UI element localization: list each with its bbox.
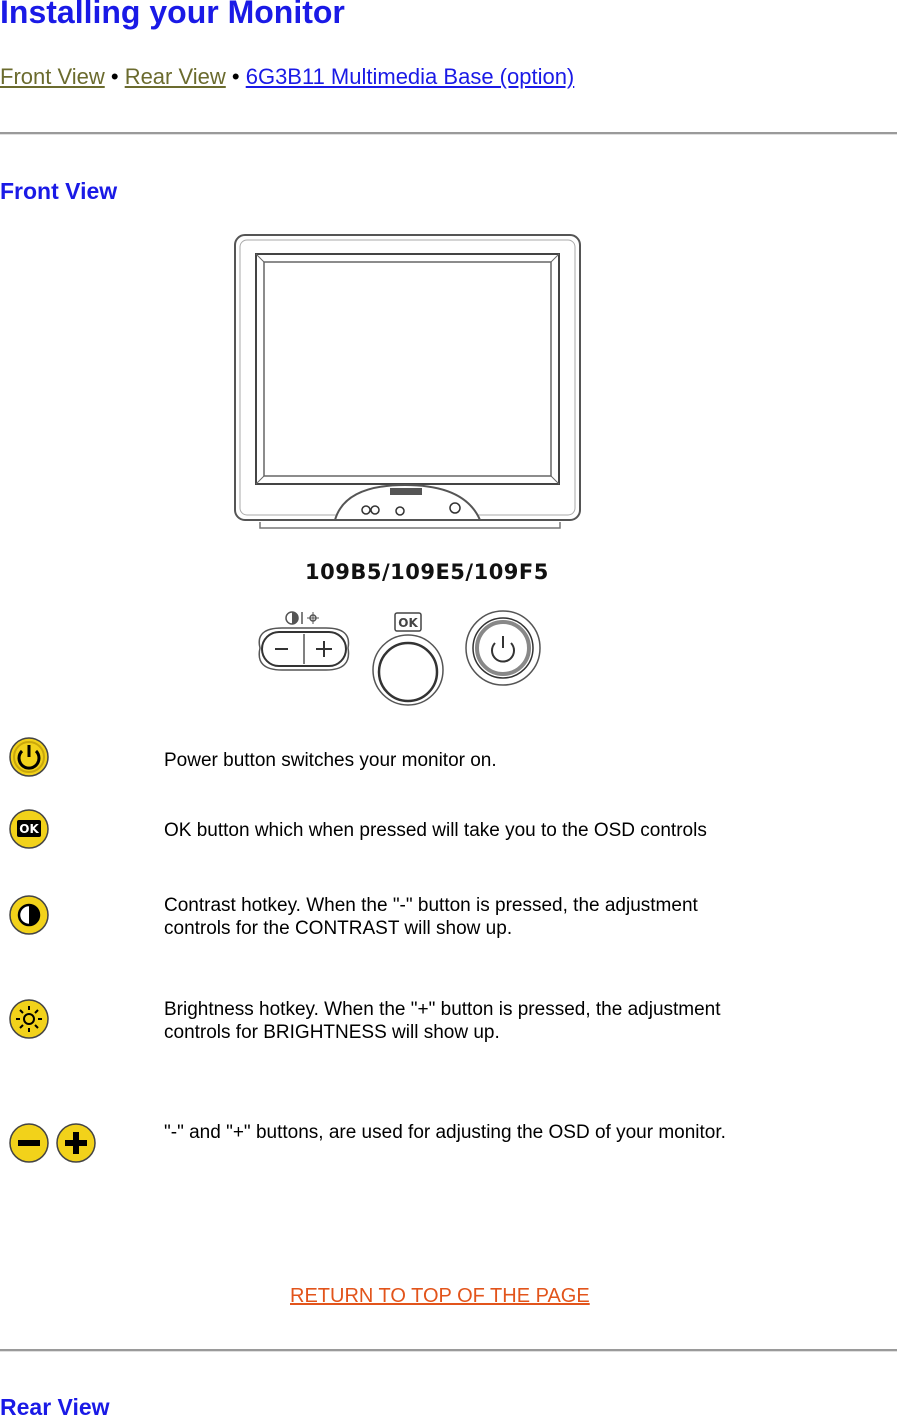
bezel-contrast-brightness-buttons bbox=[361, 505, 380, 515]
power-icon bbox=[9, 737, 49, 777]
control-desc-minus-plus: "-" and "+" buttons, are used for adjust… bbox=[164, 1122, 726, 1143]
contrast-icon bbox=[9, 895, 49, 935]
nav-link-multimedia-base[interactable]: 6G3B11 Multimedia Base (option) bbox=[245, 64, 575, 89]
divider bbox=[0, 1349, 897, 1352]
model-caption: 109B5/109E5/109F5 bbox=[305, 560, 549, 584]
control-desc-power: Power button switches your monitor on. bbox=[164, 750, 497, 771]
ok-icon: OK bbox=[9, 809, 49, 849]
nav-link-rear-view[interactable]: Rear View bbox=[124, 64, 226, 89]
ok-button-closeup: OK bbox=[372, 612, 444, 706]
return-to-top-link[interactable]: RETURN TO TOP OF THE PAGE bbox=[290, 1285, 590, 1307]
page-title: Installing your Monitor bbox=[0, 0, 345, 30]
nav-separator: • bbox=[104, 64, 125, 89]
nav-link-front-view[interactable]: Front View bbox=[0, 64, 105, 89]
power-button-closeup bbox=[465, 610, 541, 686]
minus-plus-icon bbox=[9, 1123, 96, 1163]
section-nav: Front View • Rear View • 6G3B11 Multimed… bbox=[0, 64, 574, 90]
divider bbox=[0, 132, 897, 135]
ok-closeup-label: OK bbox=[398, 616, 418, 630]
monitor-front-illustration: OK bbox=[234, 234, 581, 706]
nav-separator: • bbox=[225, 64, 246, 89]
ok-icon-label: OK bbox=[19, 822, 39, 836]
control-desc-brightness: Brightness hotkey. When the "+" button i… bbox=[164, 999, 721, 1043]
bezel-logo bbox=[390, 488, 422, 495]
bezel-ok-button bbox=[395, 506, 405, 516]
rear-view-heading: Rear View bbox=[0, 1394, 110, 1420]
control-desc-contrast: Contrast hotkey. When the "-" button is … bbox=[164, 895, 698, 939]
brightness-icon bbox=[9, 999, 49, 1039]
control-desc-ok: OK button which when pressed will take y… bbox=[164, 820, 707, 841]
contrast-brightness-closeup bbox=[258, 611, 350, 671]
front-view-heading: Front View bbox=[0, 178, 118, 204]
bezel-power-button bbox=[449, 502, 461, 514]
